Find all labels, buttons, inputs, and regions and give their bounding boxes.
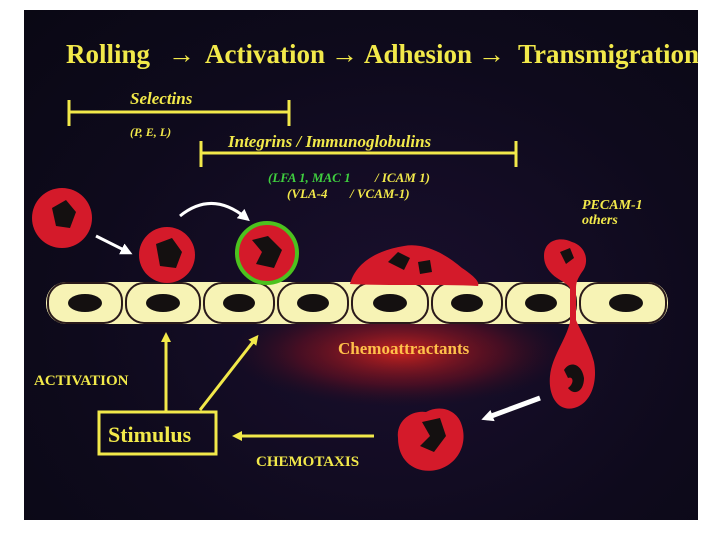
title-arrow-3: → [478,39,505,69]
leukocyte-transmigrating [544,239,596,409]
integrins-pair2-right: / VCAM-1) [349,186,410,201]
slide-background: Rolling → Activation → Adhesion → Transm… [24,10,698,520]
activation-label: ACTIVATION [34,373,129,389]
chemoattractants-label: Chemoattractants [338,339,470,358]
endothelial-nucleus [373,294,407,312]
endothelium [46,282,668,324]
title-arrow-1: → [168,39,195,69]
stimulus-diagonal-arrow [198,334,259,411]
selectins-label: Selectins [130,89,193,108]
title-arrow-2: → [331,39,358,69]
endothelial-nucleus [68,294,102,312]
integrins-bracket [199,141,518,167]
pecam-others-label: others [582,213,618,228]
integrins-pair1-green: (LFA 1, MAC 1 [268,170,351,185]
leukocyte-adherent [350,245,479,286]
selectins-bracket [67,100,291,126]
activation-curve-arrow [179,202,250,222]
pecam-label: PECAM-1 [582,198,643,213]
endothelial-nucleus [451,294,483,312]
title-step-adhesion: Adhesion [364,39,472,69]
integrins-pair2-left: (VLA-4 [287,186,328,201]
endothelial-nucleus [609,294,643,312]
endothelial-nucleus [223,294,255,312]
leukocyte-migrated [397,408,464,471]
title-step-transmigration: Transmigration [518,39,698,69]
chemoattractant-glow [230,297,570,407]
title-step-rolling: Rolling [66,39,151,69]
leukocyte-activated [235,221,299,285]
stimulus-label: Stimulus [108,422,192,447]
chemotaxis-label: CHEMOTAXIS [256,454,359,470]
endothelial-nucleus [525,294,557,312]
integrins-label: Integrins / Immunoglobulins [227,132,432,151]
leukocyte-free [32,188,92,248]
leukocyte-rolling [139,227,195,283]
leukocyte-cascade-diagram: Rolling → Activation → Adhesion → Transm… [32,39,698,471]
stimulus-box [97,410,218,456]
integrins-pair1-yellow: / ICAM 1) [374,170,430,185]
selectins-types: (P, E, L) [130,125,171,139]
endothelial-nucleus [297,294,329,312]
rolling-arrow [95,234,133,255]
endothelial-nucleus [146,294,180,312]
transmigration-arrow [481,395,541,422]
title-step-activation: Activation [205,39,325,69]
